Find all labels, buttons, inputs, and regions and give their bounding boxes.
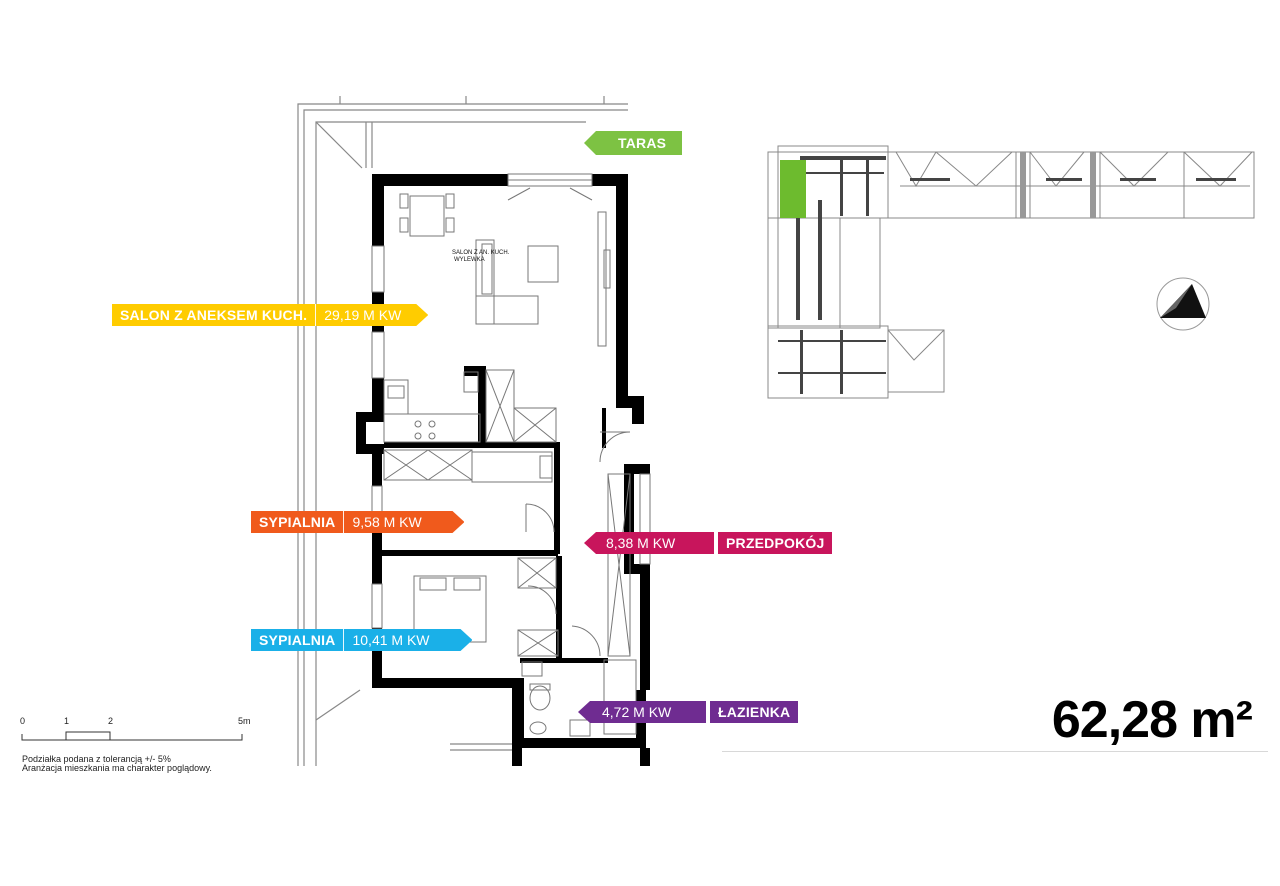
scale-tick-5m: 5m bbox=[238, 716, 251, 726]
tag-sypialnia-1-name: SYPIALNIA bbox=[259, 514, 336, 530]
north-arrow-icon bbox=[1156, 277, 1210, 331]
tag-sypialnia-2-name: SYPIALNIA bbox=[259, 632, 336, 648]
scale-tick-1: 1 bbox=[64, 716, 70, 726]
tag-przedpokoj-separator bbox=[714, 532, 718, 554]
tag-taras-name: TARAS bbox=[618, 135, 667, 151]
walls bbox=[356, 174, 650, 766]
key-plan-highlight bbox=[780, 160, 806, 218]
tag-przedpokoj-name: PRZEDPOKÓJ bbox=[718, 532, 833, 554]
tag-przedpokoj: 8,38 M KW PRZEDPOKÓJ bbox=[584, 532, 833, 554]
tag-salon: SALON Z ANEKSEM KUCH. 29,19 M KW bbox=[112, 304, 428, 326]
tag-lazienka: 4,72 M KW ŁAZIENKA bbox=[578, 701, 799, 723]
note-arrangement: Aranżacja mieszkania ma charakter pogląd… bbox=[22, 763, 212, 773]
tag-lazienka-separator bbox=[706, 701, 710, 723]
tag-sypialnia-2-area: 10,41 M KW bbox=[343, 629, 460, 651]
tag-sypialnia-1-area: 9,58 M KW bbox=[343, 511, 452, 533]
scale-tick-0: 0 bbox=[20, 716, 26, 726]
note-tolerance: Podziałka podana z tolerancją +/- 5% bbox=[22, 754, 171, 764]
tag-lazienka-name: ŁAZIENKA bbox=[710, 701, 799, 723]
tag-przedpokoj-area: 8,38 M KW bbox=[584, 532, 714, 554]
plan-label-line1: SALON Z AN. KUCH. bbox=[452, 250, 510, 256]
tag-salon-name: SALON Z ANEKSEM KUCH. bbox=[120, 307, 308, 323]
scale-tick-2: 2 bbox=[108, 716, 114, 726]
tag-taras: TARAS bbox=[584, 131, 683, 155]
furniture bbox=[383, 187, 637, 737]
windows bbox=[371, 173, 651, 629]
key-plan-details bbox=[778, 152, 1236, 394]
tag-sypialnia-2: SYPIALNIA 10,41 M KW bbox=[251, 629, 472, 651]
total-area-divider bbox=[722, 751, 1268, 752]
plan-label-line2: WYLEWKA bbox=[454, 257, 485, 263]
tag-sypialnia-1: SYPIALNIA 9,58 M KW bbox=[251, 511, 464, 533]
tag-lazienka-area: 4,72 M KW bbox=[578, 701, 706, 723]
scale-bar bbox=[21, 731, 243, 741]
terrace-outline bbox=[297, 96, 628, 766]
plan-room-label: SALON Z AN. KUCH. WYLEWKA bbox=[452, 250, 510, 263]
total-area: 62,28 m² bbox=[1051, 691, 1253, 749]
tag-salon-area: 29,19 M KW bbox=[315, 304, 416, 326]
key-plan bbox=[767, 145, 1255, 399]
